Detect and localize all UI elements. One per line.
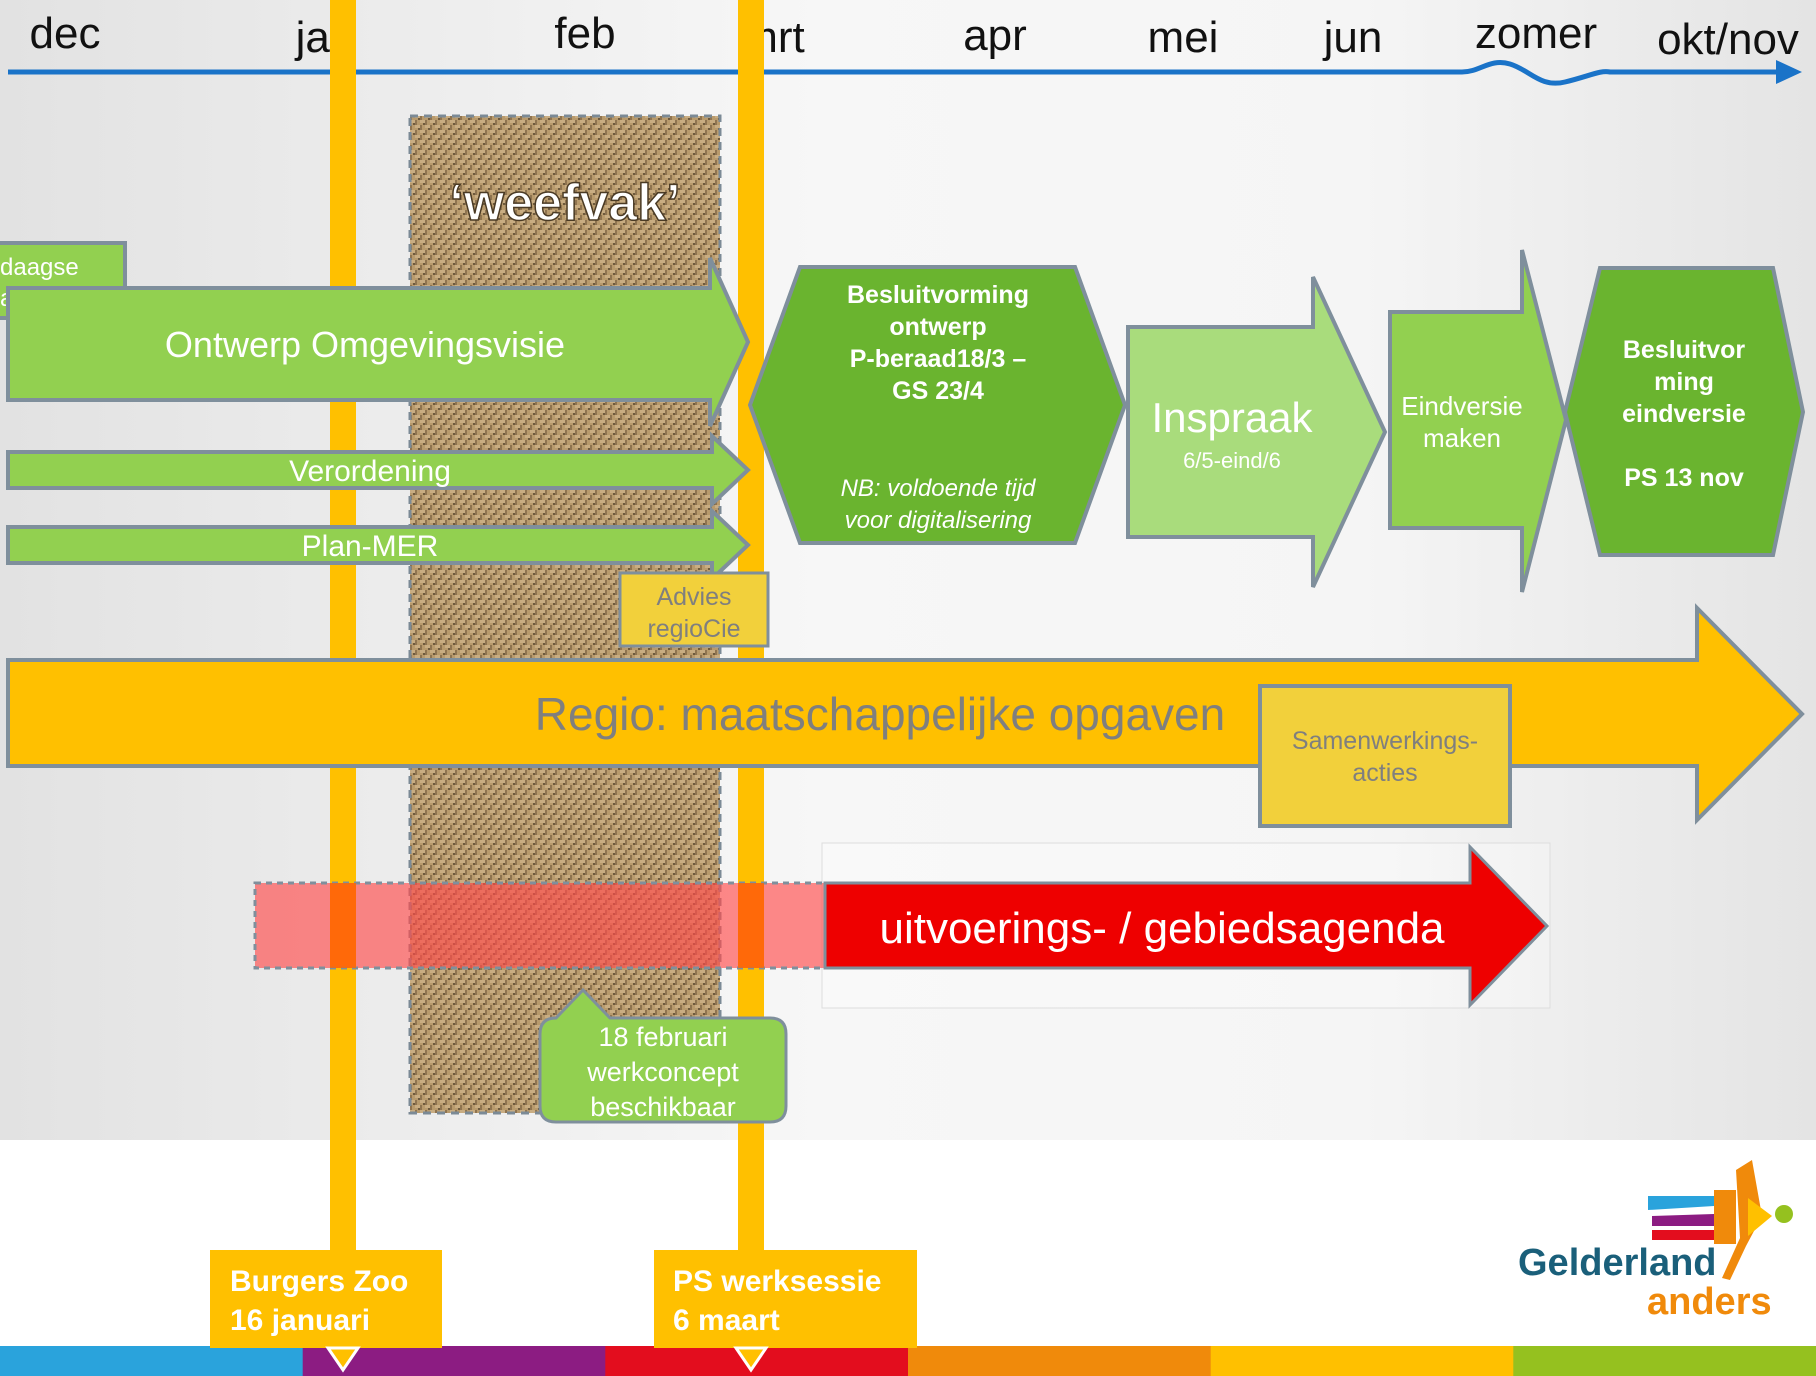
- logo-mark-icon: [1648, 1160, 1793, 1280]
- month-jun: jun: [1322, 13, 1383, 62]
- month-feb: feb: [554, 9, 615, 58]
- besluitvorming-ontwerp-line4: GS 23/4: [892, 377, 984, 405]
- advies-line1: Advies: [656, 583, 731, 611]
- timeline-line: [8, 60, 1780, 86]
- event-burgers-zoo-line2: 16 januari: [230, 1304, 370, 1337]
- werkconcept-callout: 18 februari werkconcept beschikbaar: [538, 987, 788, 1124]
- event-burgers-zoo-box: [210, 1250, 442, 1348]
- besluitvorming-eind-line4: PS 13 nov: [1624, 464, 1744, 492]
- footer-stripe-segment: [1513, 1346, 1816, 1376]
- month-dec: dec: [30, 9, 101, 58]
- omgevingsvisie-arrow: [6, 257, 751, 427]
- besluitvorming-ontwerp-line2: ontwerp: [889, 313, 986, 341]
- uitvoering-label: uitvoerings- / gebiedsagenda: [879, 904, 1445, 953]
- month-apr: apr: [963, 11, 1027, 60]
- besluitvorming-ontwerp-hexagon: [747, 265, 1128, 545]
- eindversie-line2: maken: [1423, 423, 1501, 453]
- besluitvorming-ontwerp: Besluitvorming ontwerp P-beraad18/3 – GS…: [747, 265, 1128, 545]
- samenwerking-line1: Samenwerkings-: [1292, 727, 1478, 755]
- besluitvorming-eind: Besluitvor ming eindversie PS 13 nov: [1562, 266, 1806, 557]
- advies-rect: [618, 571, 770, 648]
- planmer-arrow: [6, 506, 751, 584]
- advies-box: Advies regioCie: [618, 571, 770, 648]
- samenwerking-box: Samenwerkings- acties: [1258, 684, 1512, 828]
- verordening-arrow: [6, 431, 751, 509]
- werkconcept-bubble: [538, 987, 788, 1124]
- besluitvorming-ontwerp-note1: NB: voldoende tijd: [841, 475, 1036, 502]
- omgevingsvisie-track: Ontwerp Omgevingsvisie: [6, 257, 751, 427]
- event-ps-werksessie-marker: [733, 1346, 769, 1373]
- month-zomer: zomer: [1475, 9, 1597, 58]
- werkconcept-line2: werkconcept: [586, 1057, 739, 1087]
- besluitvorming-eind-line3: eindversie: [1622, 400, 1746, 428]
- eindversie-arrow: [1388, 249, 1569, 593]
- besluitvorming-ontwerp-note2: voor digitalisering: [845, 507, 1032, 534]
- event-burgers-zoo-line1: Burgers Zoo: [230, 1265, 408, 1298]
- footer-stripe-segment: [0, 1346, 304, 1376]
- footer-stripe-segment: [908, 1346, 1212, 1376]
- verordening-label: Verordening: [289, 455, 451, 488]
- besluitvorming-eind-line1: Besluitvor: [1623, 336, 1746, 364]
- omgevingsvisie-label: Ontwerp Omgevingsvisie: [165, 324, 565, 365]
- event-burgers-zoo-marker: [325, 1346, 361, 1373]
- gelderland-logo: Gelderland anders: [1518, 1160, 1793, 1323]
- uitvoering-track: uitvoerings- / gebiedsagenda: [253, 842, 1551, 1009]
- month-okt-nov: okt/nov: [1657, 15, 1799, 64]
- footer-stripe-segment: [1210, 1346, 1515, 1376]
- regio-track: Regio: maatschappelijke opgaven: [6, 603, 1805, 825]
- advies-line2: regioCie: [647, 615, 740, 643]
- besluitvorming-eind-line2: ming: [1654, 368, 1714, 396]
- month-mei: mei: [1148, 13, 1219, 62]
- werkconcept-line1: 18 februari: [598, 1022, 727, 1052]
- eindversie-phase: Eindversie maken: [1388, 249, 1569, 593]
- besluitvorming-ontwerp-line3: P-beraad18/3 –: [850, 345, 1027, 373]
- besluitvorming-eind-hexagon: [1562, 266, 1806, 557]
- eindversie-line1: Eindversie: [1401, 391, 1522, 421]
- regio-label: Regio: maatschappelijke opgaven: [535, 688, 1225, 740]
- event-burgers-zoo: Burgers Zoo 16 januari: [210, 1250, 442, 1373]
- logo-text-gelderland: Gelderland: [1518, 1242, 1717, 1284]
- event-ps-werksessie-box: [654, 1250, 917, 1348]
- inspraak-phase: Inspraak 6/5-eind/6: [1126, 276, 1388, 588]
- event-ps-werksessie: PS werksessie 6 maart: [654, 1250, 917, 1373]
- planmer-label: Plan-MER: [302, 530, 439, 563]
- inspraak-title: Inspraak: [1151, 394, 1313, 441]
- samenwerking-rect: [1258, 684, 1512, 828]
- event-ps-werksessie-line2: 6 maart: [673, 1304, 780, 1337]
- uitvoering-overlap-mrt: [738, 883, 764, 968]
- werkconcept-line3: beschikbaar: [590, 1092, 736, 1122]
- agenda-box-line1: daagse: [0, 254, 79, 281]
- regio-arrow: [6, 603, 1805, 825]
- inspraak-dates: 6/5-eind/6: [1183, 448, 1281, 473]
- samenwerking-line2: acties: [1352, 759, 1417, 787]
- besluitvorming-ontwerp-line1: Besluitvorming: [847, 281, 1029, 309]
- footer-stripe: [0, 1346, 1816, 1376]
- planmer-track: Plan-MER: [6, 506, 751, 584]
- verordening-track: Verordening: [6, 431, 751, 509]
- timeline-arrowhead: [1776, 60, 1802, 84]
- weefvak-label: ‘weefvak’: [449, 174, 680, 232]
- uitvoering-arrow: [823, 843, 1550, 1009]
- logo-text-anders: anders: [1647, 1281, 1772, 1323]
- event-ps-werksessie-line1: PS werksessie: [673, 1265, 882, 1298]
- inspraak-arrow: [1126, 276, 1388, 588]
- uitvoering-overlap-jan: [330, 883, 356, 968]
